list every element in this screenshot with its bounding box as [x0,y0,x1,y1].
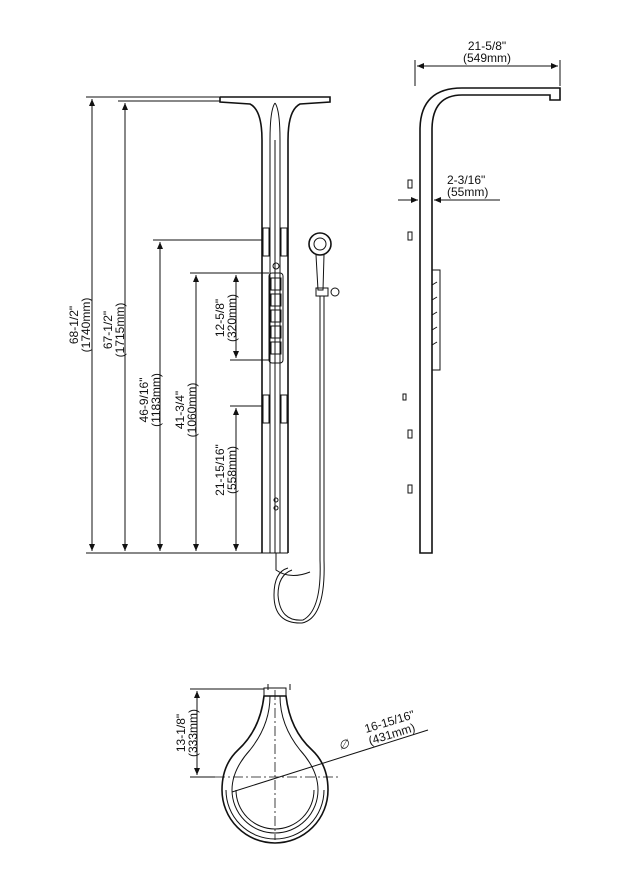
diameter-symbol: ∅ [337,736,352,753]
outlet-height-in: 67-1/2" [101,311,115,349]
lower-body-jets [262,394,288,424]
side-dimensions [398,60,561,203]
upper-jets-height-in: 46-9/16" [137,378,151,423]
top-view [215,684,340,844]
panel-depth-in: 2-3/16" [447,173,485,187]
upper-body-jets [262,227,288,257]
outlet-height-mm: (1715mm) [113,303,127,358]
panel-depth-mm: (55mm) [447,185,488,199]
top-depth-in: 13-1/8" [174,714,188,752]
lower-jets-height-in: 21-15/16" [213,444,227,496]
controls-span-mm: (320mm) [225,294,239,342]
upper-jets-height-mm: (1183mm) [149,373,163,427]
hand-shower [273,232,340,624]
controls-top-height-in: 41-3/4" [173,391,187,429]
panel-width-mm: (549mm) [463,51,511,65]
panel-width-in: 21-5/8" [468,39,506,53]
total-height-in: 68-1/2" [67,306,81,344]
side-view [402,87,561,554]
front-view [219,96,340,624]
top-depth-mm: (333mm) [186,709,200,757]
controls-top-height-mm: (1060mm) [185,383,199,438]
control-buttons [268,262,284,364]
total-height-mm: (1740mm) [79,298,93,353]
height-dimensions [86,96,269,554]
top-dimensions [190,688,429,793]
lower-jets-height-mm: (558mm) [225,446,239,494]
controls-span-in: 12-5/8" [213,299,227,337]
